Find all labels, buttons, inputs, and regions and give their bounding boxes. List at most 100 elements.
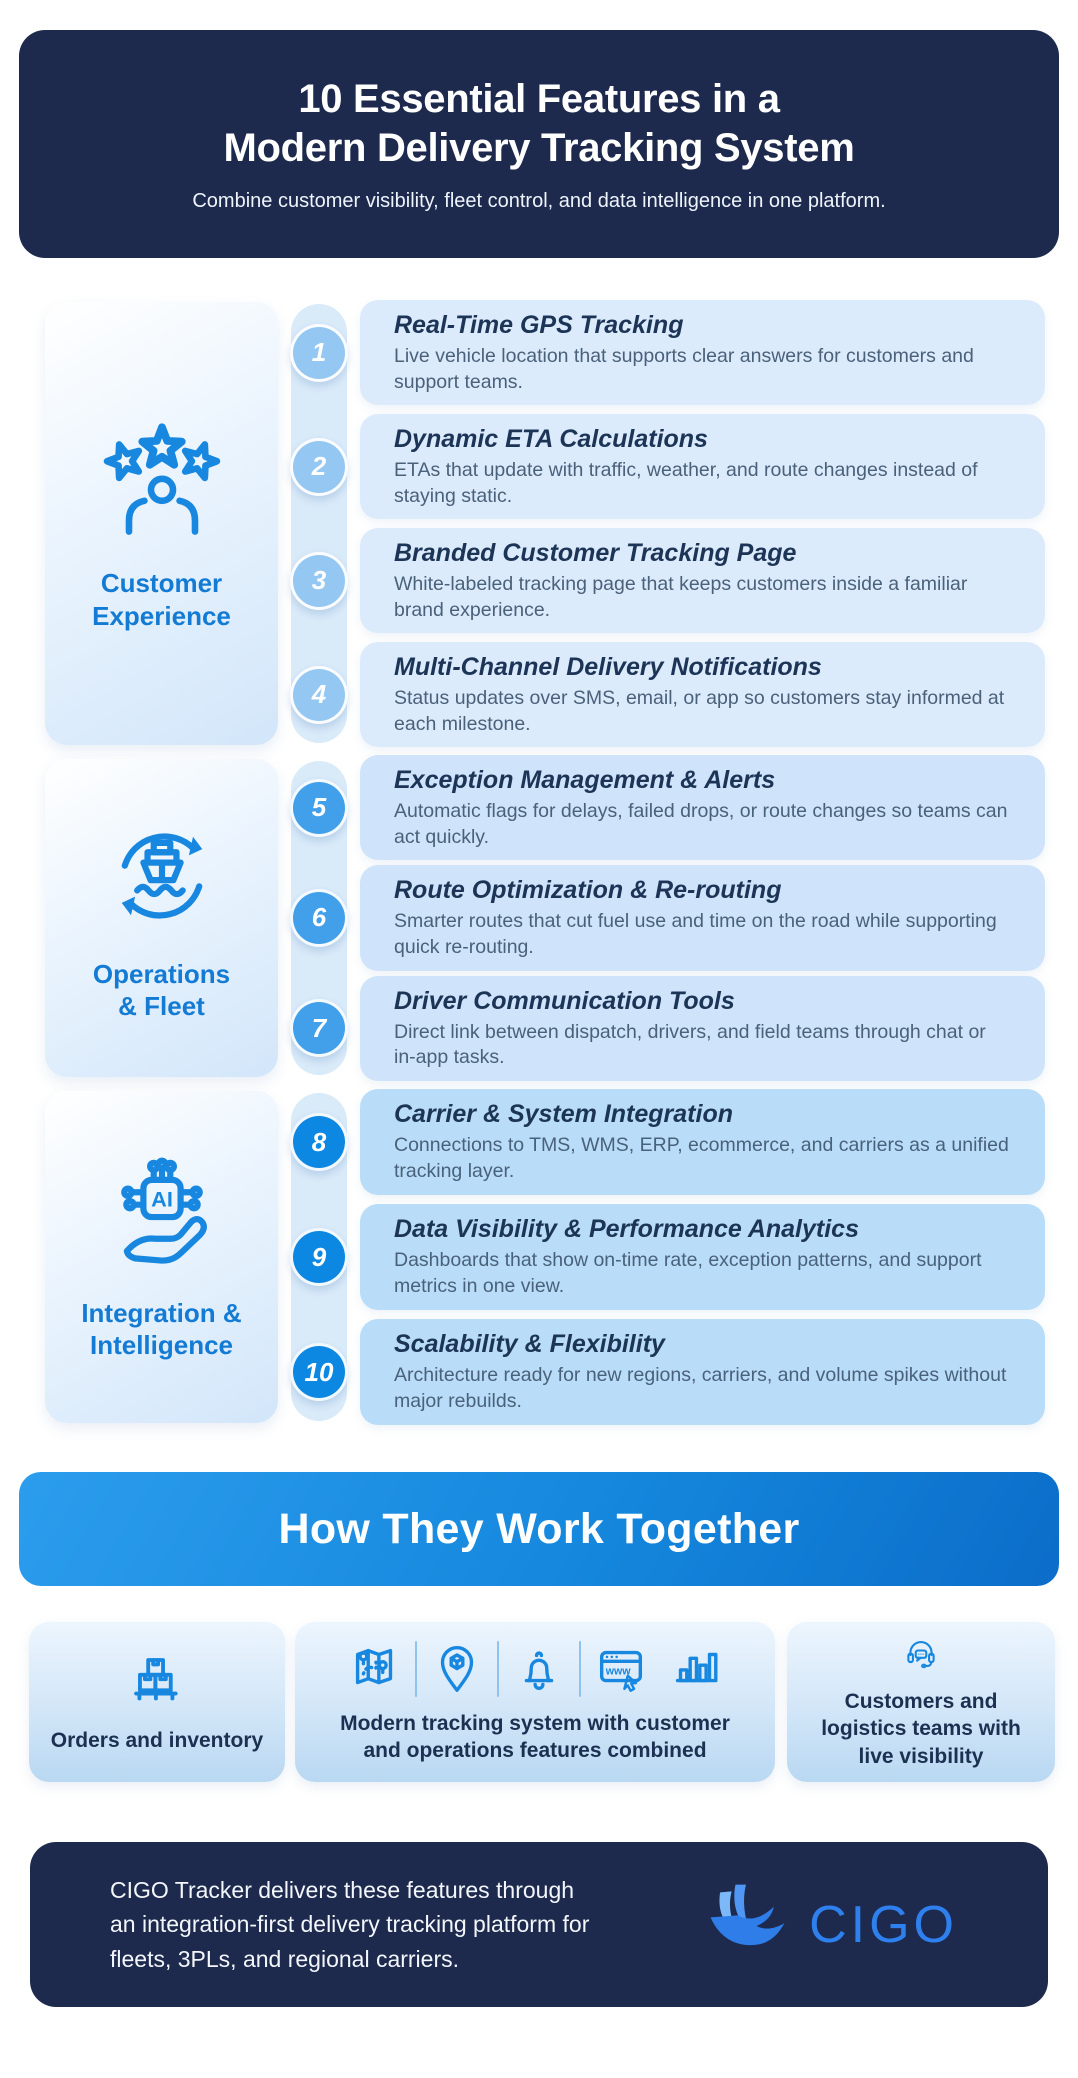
feature-number-badge: 10	[290, 1343, 348, 1401]
page-title-line2: Modern Delivery Tracking System	[223, 125, 855, 170]
feature-row: 8 Carrier & System Integration Connectio…	[278, 1089, 1045, 1195]
feature-card: Real-Time GPS Tracking Live vehicle loca…	[360, 299, 1045, 406]
pallet-boxes-icon	[134, 1658, 178, 1701]
group-rows: 5 Exception Management & Alerts Automati…	[278, 754, 1045, 1082]
icon-separator	[579, 1640, 581, 1697]
group-panel: Customer Experience	[45, 302, 278, 745]
feature-row: 4 Multi-Channel Delivery Notifications S…	[278, 641, 1045, 748]
feature-description: Live vehicle location that supports clea…	[394, 344, 974, 393]
feature-title: Multi-Channel Delivery Notifications	[394, 652, 822, 681]
feature-row: 1 Real-Time GPS Tracking Live vehicle lo…	[278, 299, 1045, 406]
feature-number-badge: 4	[290, 665, 348, 724]
group-panel: Operations & Fleet	[45, 759, 278, 1077]
feature-card: Multi-Channel Delivery Notifications Sta…	[360, 641, 1045, 748]
feature-description: Architecture ready for new regions, carr…	[394, 1364, 1007, 1412]
group-label: Integration & Intelligence	[81, 1297, 241, 1362]
group-label-line2: Intelligence	[89, 1330, 234, 1360]
feature-description: Automatic flags for delays, failed drops…	[394, 799, 1008, 848]
bar-chart-icon	[675, 1652, 718, 1682]
browser-www-icon: www	[599, 1650, 643, 1692]
flow-card-tracking-system: www Modern tracking system with customer…	[295, 1622, 775, 1782]
flow-card-visibility: Customers and logistics teams with live …	[787, 1622, 1055, 1782]
feature-row: 7 Driver Communication Tools Direct link…	[278, 975, 1045, 1082]
feature-title: Driver Communication Tools	[394, 986, 735, 1015]
feature-row: 3 Branded Customer Tracking Page White-l…	[278, 527, 1045, 634]
feature-title: Data Visibility & Performance Analytics	[394, 1215, 859, 1244]
map-route-icon	[355, 1648, 393, 1684]
icon-separator	[497, 1640, 499, 1697]
flow-card-orders: Orders and inventory	[29, 1622, 285, 1782]
header-card: 10 Essential Features in a Modern Delive…	[19, 30, 1059, 258]
cigo-wing-icon	[710, 1884, 785, 1945]
feature-description: White-labeled tracking page that keeps c…	[394, 572, 968, 621]
feature-number-badge: 7	[290, 999, 348, 1058]
feature-card: Exception Management & Alerts Automatic …	[360, 754, 1045, 861]
group-label: Operations & Fleet	[93, 958, 230, 1023]
page-title-line1: 10 Essential Features in a	[298, 76, 780, 121]
group-panel: AI Integration & Intelligence	[45, 1091, 278, 1423]
cigo-logo: CIGO	[699, 1877, 968, 1973]
feature-number-badge: 6	[290, 888, 348, 947]
feature-number-badge: 2	[290, 437, 348, 496]
group-rows: 1 Real-Time GPS Tracking Live vehicle lo…	[278, 299, 1045, 748]
feature-row: 2 Dynamic ETA Calculations ETAs that upd…	[278, 413, 1045, 520]
ship-cycle-icon	[121, 832, 202, 919]
footer-card: CIGO Tracker delivers these features thr…	[30, 1842, 1048, 2007]
package-pin-icon	[440, 1645, 474, 1692]
feature-title: Dynamic ETA Calculations	[394, 424, 708, 453]
feature-number-badge: 8	[290, 1113, 348, 1171]
feature-description: Connections to TMS, WMS, ERP, ecommerce,…	[394, 1134, 1009, 1182]
flow-row: Orders and inventory	[29, 1622, 1078, 1782]
page-subtitle: Combine customer visibility, fleet contr…	[192, 190, 886, 213]
feature-card: Driver Communication Tools Direct link b…	[360, 975, 1045, 1082]
flow-card-label: Customers and logistics teams with live …	[821, 1690, 1021, 1768]
feature-number-badge: 3	[290, 551, 348, 610]
feature-row: 9 Data Visibility & Performance Analytic…	[278, 1204, 1045, 1310]
feature-card: Scalability & Flexibility Architecture r…	[360, 1319, 1045, 1425]
group-label: Customer Experience	[92, 567, 231, 632]
feature-card: Route Optimization & Re-routing Smarter …	[360, 865, 1045, 971]
feature-number-badge: 9	[290, 1228, 348, 1286]
bell-icon	[524, 1651, 554, 1690]
feature-description: Direct link between dispatch, drivers, a…	[394, 1020, 986, 1069]
feature-title: Exception Management & Alerts	[394, 765, 776, 794]
svg-text:AI: AI	[151, 1186, 173, 1211]
group-rows: 8 Carrier & System Integration Connectio…	[278, 1089, 1045, 1425]
feature-title: Carrier & System Integration	[394, 1100, 733, 1129]
headset-chat-icon	[907, 1641, 935, 1669]
feature-description: Smarter routes that cut fuel use and tim…	[394, 910, 997, 958]
feature-row: 10 Scalability & Flexibility Architectur…	[278, 1319, 1045, 1425]
group-integration-intelligence: AI Integration & Intelligence 8 Carrier	[45, 1089, 1045, 1425]
flow-icons-row: www	[346, 1640, 724, 1698]
customer-stars-icon	[103, 423, 220, 535]
banner-title: How They Work Together	[278, 1504, 800, 1553]
flow-card-label: Modern tracking system with customer and…	[340, 1711, 730, 1762]
feature-title: Branded Customer Tracking Page	[394, 538, 797, 567]
feature-card: Branded Customer Tracking Page White-lab…	[360, 527, 1045, 634]
feature-description: Status updates over SMS, email, or app s…	[394, 686, 1005, 735]
group-label-line2: Experience	[92, 600, 231, 631]
cigo-logo-text: CIGO	[809, 1895, 958, 1954]
feature-row: 5 Exception Management & Alerts Automati…	[278, 754, 1045, 861]
feature-number-badge: 1	[290, 323, 348, 382]
feature-row: 6 Route Optimization & Re-routing Smarte…	[278, 865, 1045, 971]
page-title: 10 Essential Features in a Modern Delive…	[224, 75, 855, 173]
group-label-line1: Operations	[92, 958, 231, 989]
how-they-work-banner: How They Work Together	[19, 1472, 1059, 1586]
feature-title: Scalability & Flexibility	[394, 1330, 665, 1359]
feature-description: ETAs that update with traffic, weather, …	[394, 458, 978, 507]
feature-groups: Customer Experience 1 Real-Time GPS Trac…	[45, 299, 1045, 1425]
browser-www-text: www	[605, 1665, 632, 1677]
feature-card: Dynamic ETA Calculations ETAs that updat…	[360, 413, 1045, 520]
flow-card-label: Orders and inventory	[50, 1729, 264, 1753]
infographic-root: { "header": { "title_line1": "10 Essenti…	[0, 30, 1078, 2078]
footer-text: CIGO Tracker delivers these features thr…	[110, 1876, 590, 1972]
feature-number-badge: 5	[290, 778, 348, 837]
group-label-line1: Integration &	[81, 1297, 242, 1328]
feature-description: Dashboards that show on-time rate, excep…	[394, 1249, 982, 1297]
group-label-line2: & Fleet	[118, 991, 205, 1021]
group-operations-fleet: Operations & Fleet 5 Exception Managemen…	[45, 754, 1045, 1082]
group-customer-experience: Customer Experience 1 Real-Time GPS Trac…	[45, 299, 1045, 748]
ai-hand-icon: AI	[120, 1157, 207, 1264]
feature-card: Data Visibility & Performance Analytics …	[360, 1204, 1045, 1310]
